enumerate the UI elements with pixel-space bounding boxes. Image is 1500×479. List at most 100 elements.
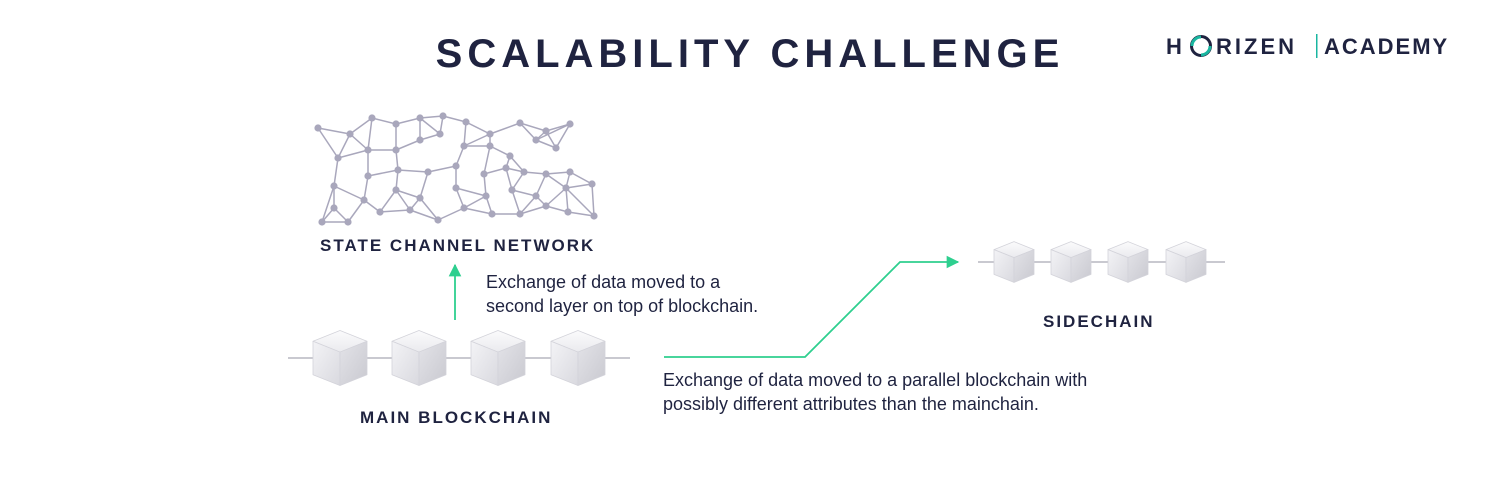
- network-edge: [333, 185, 365, 201]
- logo-divider: [1316, 34, 1318, 58]
- network-edge: [567, 211, 595, 217]
- network-edge: [545, 205, 569, 213]
- network-edge: [545, 173, 567, 189]
- network-node: [486, 130, 494, 138]
- network-edge: [511, 189, 521, 215]
- network-node: [480, 170, 488, 178]
- network-edge: [463, 133, 491, 147]
- network-node: [482, 192, 490, 200]
- network-edge: [569, 171, 593, 185]
- horizen-academy-logo: H RIZEN ACADEMY: [1166, 34, 1447, 59]
- network-node: [364, 146, 372, 154]
- network-node: [416, 136, 424, 144]
- network-node: [360, 196, 368, 204]
- network-edge: [397, 169, 429, 173]
- network-edge: [489, 145, 511, 157]
- network-edge: [395, 189, 421, 199]
- network-node: [486, 142, 494, 150]
- sidechain-blocks: [978, 241, 1225, 283]
- network-node: [542, 170, 550, 178]
- network-edge: [519, 205, 547, 215]
- network-edge: [489, 122, 521, 135]
- network-edge: [565, 183, 593, 189]
- sidechain-description: Exchange of data moved to a parallel blo…: [663, 368, 1087, 416]
- network-node: [506, 152, 514, 160]
- logo-brand-right: RIZEN: [1216, 34, 1297, 59]
- network-node: [364, 172, 372, 180]
- block-cube: [1107, 241, 1149, 283]
- network-edge: [555, 123, 571, 149]
- sidechain-description-line: Exchange of data moved to a parallel blo…: [663, 370, 1088, 390]
- network-edge: [347, 199, 365, 223]
- logo-brand-left: H: [1166, 34, 1185, 59]
- network-edge: [565, 187, 569, 213]
- network-node: [318, 218, 326, 226]
- network-edge: [565, 187, 595, 217]
- network-node: [452, 184, 460, 192]
- network-node: [392, 146, 400, 154]
- network-node: [460, 142, 468, 150]
- network-edge: [395, 189, 411, 211]
- network-edge: [367, 117, 373, 151]
- network-edge: [511, 171, 525, 191]
- network-node: [314, 124, 322, 132]
- network-node: [439, 112, 447, 120]
- network-edge: [591, 183, 595, 217]
- network-node: [564, 208, 572, 216]
- network-edge: [395, 139, 421, 151]
- sidechain-label: SIDECHAIN: [1043, 312, 1155, 331]
- network-edge: [465, 121, 491, 135]
- network-node: [562, 184, 570, 192]
- network-edge: [442, 115, 467, 123]
- network-edge: [395, 117, 421, 125]
- logo-ring-icon: [1190, 35, 1212, 57]
- block-cube: [1165, 241, 1207, 283]
- network-node: [424, 168, 432, 176]
- network-edge: [349, 117, 373, 135]
- network-node: [392, 120, 400, 128]
- network-edge: [337, 133, 351, 159]
- main-blockchain-label: MAIN BLOCKCHAIN: [360, 408, 553, 427]
- network-edge: [463, 121, 467, 147]
- network-node: [334, 154, 342, 162]
- layer2-description: Exchange of data moved to a second layer…: [486, 270, 758, 318]
- block-cube: [993, 241, 1035, 283]
- network-edge: [519, 122, 547, 132]
- block-cube: [391, 330, 447, 386]
- network-edge: [463, 195, 487, 209]
- network-edge: [379, 209, 411, 213]
- network-node: [542, 127, 550, 135]
- block-cube: [1050, 241, 1092, 283]
- network-node: [502, 164, 510, 172]
- network-edge: [419, 197, 439, 221]
- network-node: [392, 186, 400, 194]
- network-node: [434, 216, 442, 224]
- main-blockchain: [288, 330, 630, 386]
- state-channel-network-graph: [314, 112, 598, 226]
- network-node: [416, 194, 424, 202]
- network-edge: [337, 149, 369, 159]
- network-node: [346, 130, 354, 138]
- network-edge: [545, 171, 571, 175]
- block-cube: [550, 330, 606, 386]
- network-node: [542, 202, 550, 210]
- network-edge: [333, 157, 339, 187]
- network-edge: [317, 127, 351, 135]
- network-node: [516, 210, 524, 218]
- network-node: [376, 208, 384, 216]
- network-edge: [483, 173, 487, 197]
- network-edge: [463, 207, 493, 215]
- network-edge: [427, 165, 457, 173]
- network-node: [566, 120, 574, 128]
- network-node: [462, 118, 470, 126]
- layer2-description-line: Exchange of data moved to a: [486, 272, 721, 292]
- block-cube: [312, 330, 368, 386]
- network-edge: [455, 187, 487, 197]
- network-edge: [379, 189, 397, 213]
- network-node: [394, 166, 402, 174]
- network-edge: [363, 175, 369, 201]
- block-cube: [470, 330, 526, 386]
- network-node: [436, 130, 444, 138]
- diagram-title: SCALABILITY CHALLENGE: [435, 32, 1065, 76]
